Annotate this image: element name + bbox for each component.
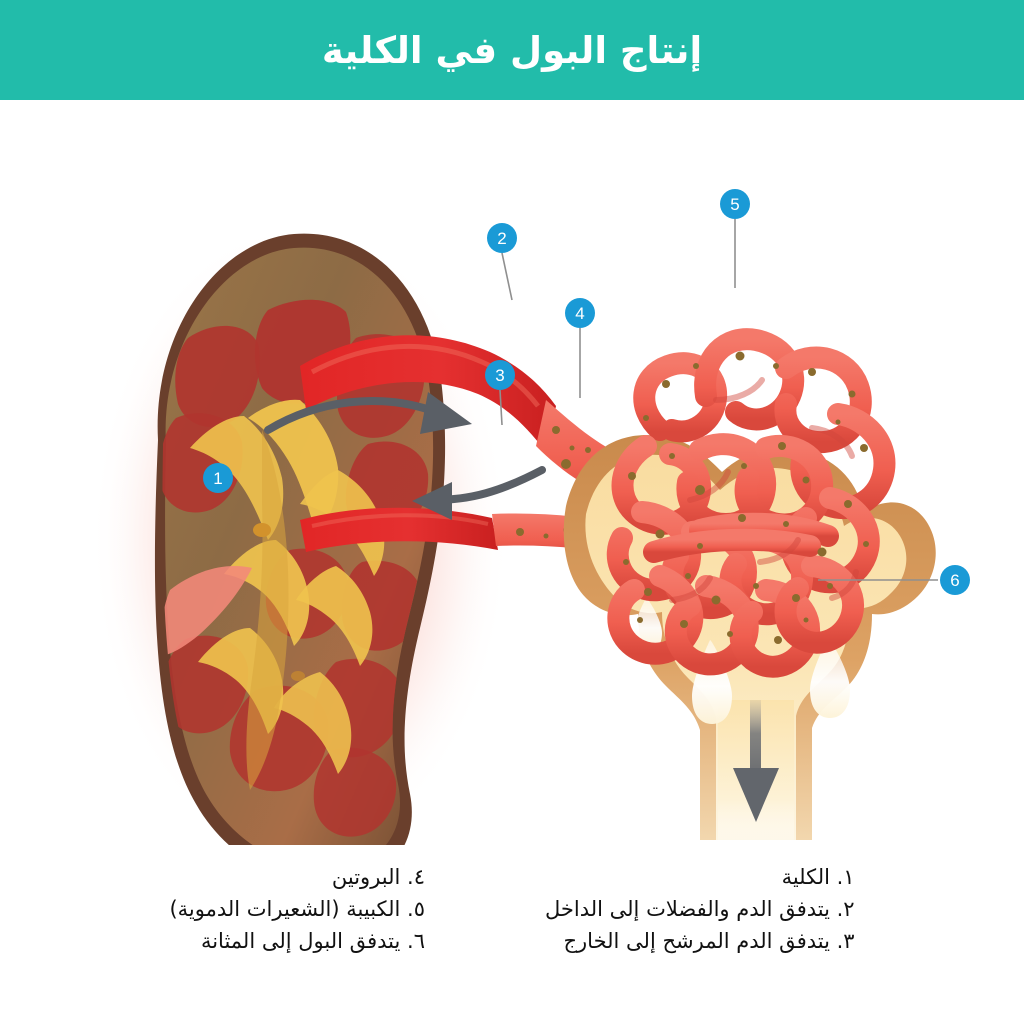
- glomerulus-protein-dots: [623, 351, 869, 644]
- legend-item-3: ٣. يتدفق الدم المرشح إلى الخارج: [563, 928, 855, 953]
- legend-item-4: ٤. البروتين: [331, 865, 425, 889]
- callout-badge-4[interactable]: 4: [565, 298, 595, 328]
- efferent-artery: [300, 507, 498, 552]
- legend-item-1: ١. الكلية: [781, 865, 855, 889]
- renal-vessel-dot: [253, 523, 271, 537]
- header-bar: إنتاج البول في الكلية: [0, 0, 1024, 100]
- page-title: إنتاج البول في الكلية: [321, 28, 703, 72]
- callout-badge-2[interactable]: 2: [487, 223, 517, 253]
- legend: ١. الكلية ٢. يتدفق الدم والفضلات إلى الد…: [0, 862, 1024, 982]
- kidney-hilum: [162, 566, 252, 656]
- callout-badge-5[interactable]: 5: [720, 189, 750, 219]
- legend-item-6: ٦. يتدفق البول إلى المثانة: [200, 928, 425, 953]
- glomerulus-shading: [669, 377, 859, 603]
- inflow-arrow: [264, 392, 472, 434]
- callout-badge-1[interactable]: 1: [203, 463, 233, 493]
- illustration-canvas: [0, 100, 1024, 845]
- legend-column-left: ٤. البروتين ٥. الكبيبة (الشعيرات الدموية…: [169, 862, 425, 958]
- outflow-arrow: [412, 466, 546, 520]
- glomerulus-capillaries: [606, 328, 896, 678]
- droplet-1: [634, 598, 662, 652]
- callout-badge-3[interactable]: 3: [485, 360, 515, 390]
- droplet-3: [810, 638, 850, 718]
- callout-badge-6[interactable]: 6: [940, 565, 970, 595]
- urine-outflow-arrow: [733, 700, 779, 822]
- kidney-cross-section: [154, 233, 446, 845]
- legend-column-right: ١. الكلية ٢. يتدفق الدم والفضلات إلى الد…: [545, 862, 855, 958]
- legend-item-5: ٥. الكبيبة (الشعيرات الدموية): [169, 896, 425, 921]
- legend-item-2: ٢. يتدفق الدم والفضلات إلى الداخل: [545, 896, 855, 921]
